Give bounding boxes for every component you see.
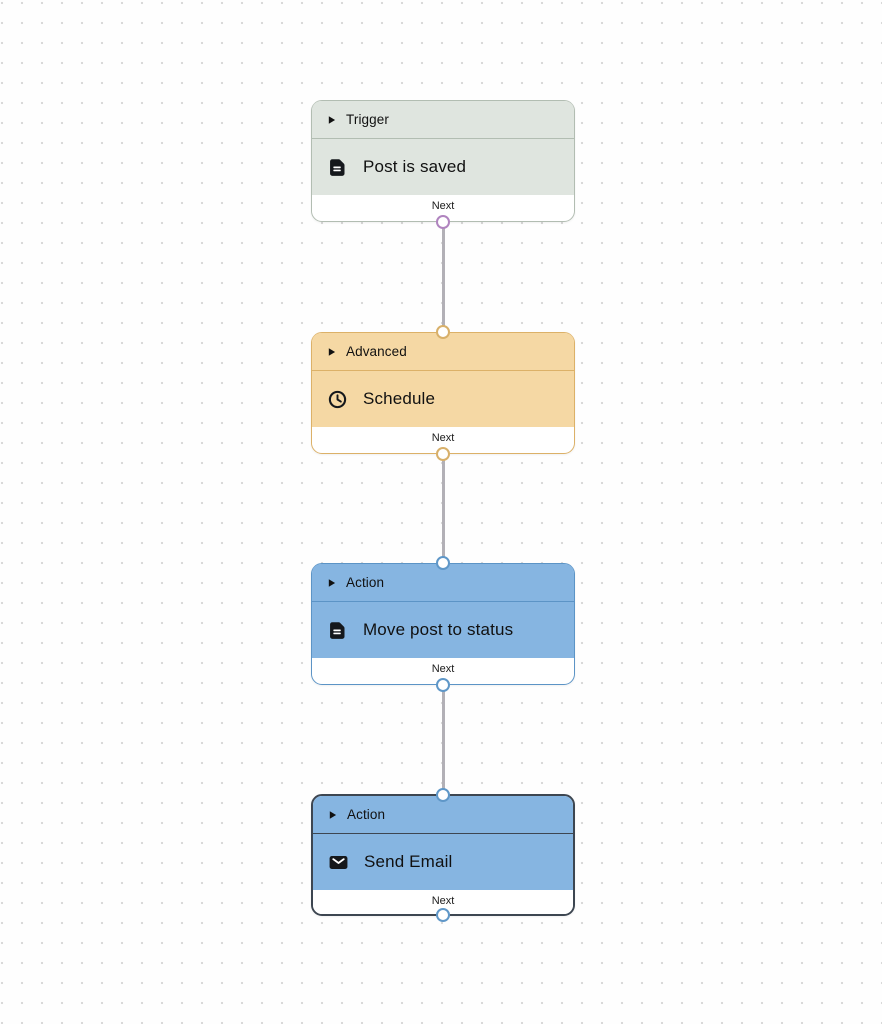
node-advanced-schedule[interactable]: Advanced Schedule Next [311,325,575,461]
node-type-label: Trigger [346,112,389,127]
node-action-move-post-to-status[interactable]: Action Move post to status Next [311,556,575,692]
node-header[interactable]: Action [313,796,573,834]
edge-action1-to-action2[interactable] [441,685,445,794]
next-label: Next [431,200,455,212]
node-header[interactable]: Advanced [312,333,574,371]
target-handle[interactable] [436,556,450,570]
node-header[interactable]: Action [312,564,574,602]
node-title: Move post to status [363,620,514,639]
source-handle[interactable] [436,678,450,692]
envelope-icon [328,852,349,873]
edge-advanced-to-action1[interactable] [441,454,445,563]
next-label: Next [431,895,455,907]
next-label: Next [431,663,455,675]
node-type-label: Advanced [346,344,407,359]
target-handle[interactable] [436,325,450,339]
node-title: Post is saved [363,157,467,176]
document-icon [327,157,348,178]
node-title: Schedule [363,389,436,408]
edge-trigger-to-advanced[interactable] [441,222,445,332]
source-handle[interactable] [436,908,450,922]
node-header[interactable]: Trigger [312,101,574,139]
node-title: Send Email [364,852,453,871]
collapse-caret-icon[interactable] [327,115,336,125]
source-handle[interactable] [436,215,450,229]
next-label: Next [431,432,455,444]
target-handle[interactable] [436,788,450,802]
node-body: Schedule [312,371,574,427]
node-type-label: Action [346,575,385,590]
node-body: Send Email [313,834,573,890]
node-body: Move post to status [312,602,574,658]
collapse-caret-icon[interactable] [327,578,336,588]
collapse-caret-icon[interactable] [328,810,337,820]
source-handle[interactable] [436,447,450,461]
node-type-label: Action [347,807,386,822]
collapse-caret-icon[interactable] [327,347,336,357]
document-icon [327,620,348,641]
node-trigger-post-is-saved[interactable]: Trigger Post is saved Next [311,100,575,229]
clock-icon [327,389,348,410]
node-body: Post is saved [312,139,574,195]
node-action-send-email[interactable]: Action Send Email Next [311,788,575,922]
